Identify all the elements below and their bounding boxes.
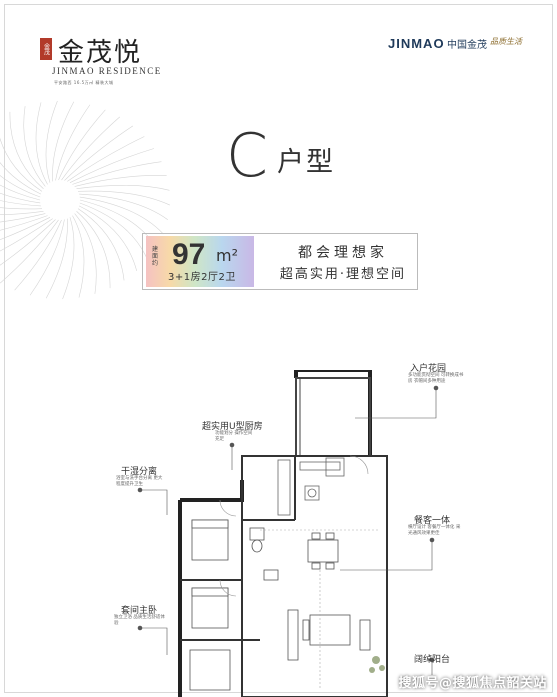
petal-line — [58, 109, 106, 181]
petal-line — [67, 136, 145, 182]
petal-line — [79, 193, 168, 220]
petal-line — [29, 219, 65, 296]
jinmao-logo: JINMAO — [388, 36, 445, 51]
petal-line — [79, 202, 148, 261]
room-layout: 3+1房2厅2卫 — [168, 272, 236, 283]
petal-line — [45, 218, 68, 299]
area-label: 建面约 — [152, 246, 159, 267]
petal-line — [23, 106, 46, 187]
petal-line — [0, 192, 41, 204]
header-tagline: 品质生活 — [490, 37, 522, 46]
petal-line — [0, 218, 53, 252]
area-unit: m² — [216, 246, 238, 265]
slogan-line-2: 超高实用·理想空间 — [279, 267, 407, 282]
unit-type-letter: C — [226, 121, 268, 191]
floor-plan — [178, 370, 388, 697]
petal-line — [62, 217, 75, 300]
petal-line — [0, 219, 59, 284]
petal-line — [0, 217, 51, 241]
petal-line — [45, 100, 58, 183]
callout-master-title: 套间主卧 — [121, 606, 158, 616]
petal-line — [79, 196, 164, 235]
petal-line — [0, 215, 48, 231]
callout-balcony-title: 阔绰阳台 — [414, 655, 451, 665]
callout-living-dining-title: 餐客一体 — [414, 516, 451, 526]
area-panel — [146, 236, 254, 287]
brand-seal: 金茂 — [40, 38, 52, 60]
decorative-flower-lines — [0, 100, 170, 300]
jinmao-logo-cn: 中国金茂 — [447, 40, 487, 51]
petal-line — [72, 215, 85, 298]
callout-kitchen-title: 超实用U型厨房 — [202, 422, 263, 432]
unit-type-suffix: 户型 — [277, 147, 335, 178]
petal-line — [64, 125, 134, 181]
petal-line — [0, 219, 56, 266]
petal-line — [14, 219, 62, 291]
callout-dry-wet-title: 干湿分离 — [121, 467, 158, 477]
petal-line — [74, 175, 167, 187]
petal-line — [0, 137, 43, 192]
callout-living-dining-desc: 横厅设计 客餐厅一体化 采光通风效果更佳 — [408, 525, 461, 536]
area-value: 97 — [172, 238, 206, 271]
petal-line — [76, 211, 111, 289]
petal-line — [35, 102, 48, 185]
petal-line — [0, 207, 42, 210]
info-box — [142, 233, 418, 290]
petal-line — [0, 174, 41, 198]
brand-subline: 平安路西 16.5万㎡ 精装大城 — [54, 80, 114, 85]
petal-line — [69, 148, 155, 183]
petal-line — [61, 116, 121, 181]
petal-line — [52, 101, 75, 182]
callout-entry-garden-title: 入户花园 — [410, 364, 447, 374]
petal-line — [78, 190, 170, 206]
petal-line — [0, 213, 46, 223]
page-border — [4, 4, 553, 693]
brand-name-en: JINMAO RESIDENCE — [52, 66, 162, 76]
petal-line — [78, 205, 137, 272]
petal-line — [0, 161, 42, 195]
petal-line — [72, 161, 162, 185]
petal-line — [55, 104, 91, 181]
petal-line — [0, 200, 41, 207]
petal-line — [76, 185, 170, 191]
callout-dry-wet-desc: 浴室与洗手台分离 更大程度提升卫生 — [116, 476, 163, 487]
petal-line — [0, 184, 41, 201]
slogan-line-1: 都会理想家 — [298, 245, 388, 261]
callout-kitchen-desc: 功能划分 操作空间充足 — [215, 431, 253, 442]
petal-line — [77, 208, 125, 281]
petal-line — [74, 213, 97, 294]
petal-line — [9, 111, 44, 189]
callout-master-desc: 独立卫浴 品质生活舒适体验 — [114, 615, 165, 626]
brand-name-cn: 金茂悦 — [58, 38, 143, 68]
petal-line — [0, 210, 44, 215]
watermark: 搜狐号@搜狐焦点韶关站 — [398, 676, 547, 691]
callout-entry-garden-desc: 多功能贯彻空间 可转换成书房 衣帽间多种用途 — [408, 373, 464, 384]
